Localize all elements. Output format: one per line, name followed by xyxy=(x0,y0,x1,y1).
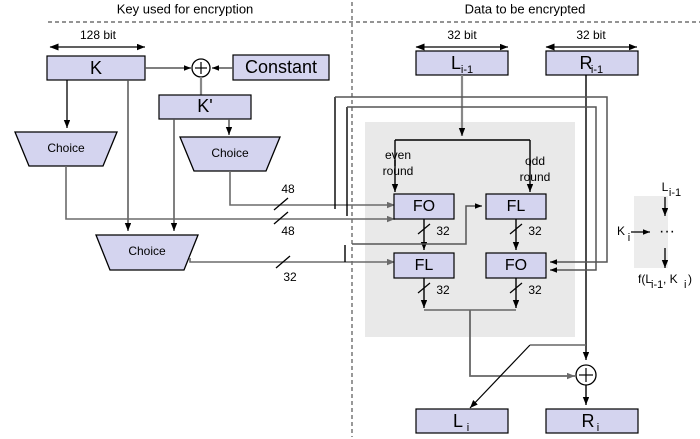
fl-to-fo-slash xyxy=(509,223,523,235)
right-input-width-label: 32 bit xyxy=(576,28,606,42)
odd-round-label-line2: round xyxy=(520,170,551,184)
choice-top-left-label: Choice xyxy=(47,141,85,155)
bus-32-wire xyxy=(189,258,395,266)
input-right-label: R xyxy=(580,53,593,73)
output-right-subscript: i xyxy=(597,422,599,434)
input-left-label: L xyxy=(451,53,461,73)
choice-top-right-shape xyxy=(179,136,281,172)
fl-bottom-left-box xyxy=(393,252,455,279)
cross-feed-to-fl-wire xyxy=(352,203,482,245)
swap-diagonal-wire xyxy=(469,344,531,409)
legend-output-end: ) xyxy=(688,272,692,286)
left-section-title: Key used for encryption xyxy=(117,1,254,16)
legend-key-label: K xyxy=(617,224,625,238)
bus-32-slash xyxy=(275,255,291,269)
choice-bottom-shape xyxy=(95,234,199,271)
fl-to-fo-bits: 32 xyxy=(528,224,542,238)
input-right-subscript: i-1 xyxy=(591,64,603,76)
bus-48-upper-label: 48 xyxy=(281,182,295,196)
even-round-label-line2: round xyxy=(383,164,414,178)
bus-48-upper-slash xyxy=(273,197,289,211)
fo-top-left-box xyxy=(393,193,455,220)
fo-bottom-right-box xyxy=(485,252,547,279)
legend-output-mid: , K xyxy=(663,272,678,286)
output-left-subscript: i xyxy=(467,422,469,434)
fl-top-right-box xyxy=(485,193,547,220)
legend-output-prefix: f(L xyxy=(638,272,652,286)
right-section-title: Data to be encrypted xyxy=(465,1,586,16)
input-right-box xyxy=(545,50,639,76)
fl-top-right-label: FL xyxy=(507,198,526,215)
round-function-panel xyxy=(365,122,575,337)
choice-top-right-label: Choice xyxy=(211,146,249,160)
input-left-subscript: i-1 xyxy=(461,64,473,76)
bus-48-lower-label: 48 xyxy=(281,224,295,238)
constant-box-label: Constant xyxy=(245,57,317,77)
legend-output-sub1: i-1 xyxy=(651,279,663,291)
left-input-width-label: 32 bit xyxy=(447,28,477,42)
key-feedback-to-fo-wire-b xyxy=(347,106,597,273)
bus-32-label: 32 xyxy=(283,270,297,284)
fl-out-slash xyxy=(417,282,431,294)
fo-to-fl-slash xyxy=(417,223,431,235)
output-left-label: L xyxy=(453,411,463,431)
fo-to-fl-bits: 32 xyxy=(436,224,450,238)
even-round-label-line1: even xyxy=(385,148,411,162)
legend-input-subscript: i-1 xyxy=(669,187,681,199)
output-right-label: R xyxy=(582,411,595,431)
kprime-box-label: K' xyxy=(197,96,212,116)
legend-input-label: L xyxy=(662,180,669,194)
bus-48-lower-slash xyxy=(273,211,289,225)
bus-48-lower-wire xyxy=(65,166,395,223)
key-box-label: K xyxy=(90,58,102,78)
fo-out-bits: 32 xyxy=(528,283,542,297)
output-left-box xyxy=(415,408,509,434)
key-feedback-to-fo-wire-a xyxy=(335,96,608,265)
fo-bottom-right-label: FO xyxy=(505,257,527,274)
choice-top-left-shape xyxy=(14,131,118,167)
legend-ellipsis: ··· xyxy=(659,223,675,240)
legend-key-subscript: i xyxy=(628,232,630,244)
key-width-label: 128 bit xyxy=(80,28,117,42)
bus-48-upper-wire xyxy=(229,171,395,209)
odd-round-label-line1: odd xyxy=(525,154,545,168)
fo-out-slash xyxy=(509,282,523,294)
kprime-box xyxy=(158,94,252,120)
output-right-box xyxy=(545,408,639,434)
fo-top-left-label: FO xyxy=(413,198,435,215)
choice-bottom-label: Choice xyxy=(128,244,166,258)
legend-output-sub2: i xyxy=(684,279,686,291)
round-output-to-xor-wire xyxy=(469,310,575,380)
key-box xyxy=(46,55,146,81)
fl-out-bits: 32 xyxy=(436,283,450,297)
fl-bottom-left-label: FL xyxy=(415,257,434,274)
